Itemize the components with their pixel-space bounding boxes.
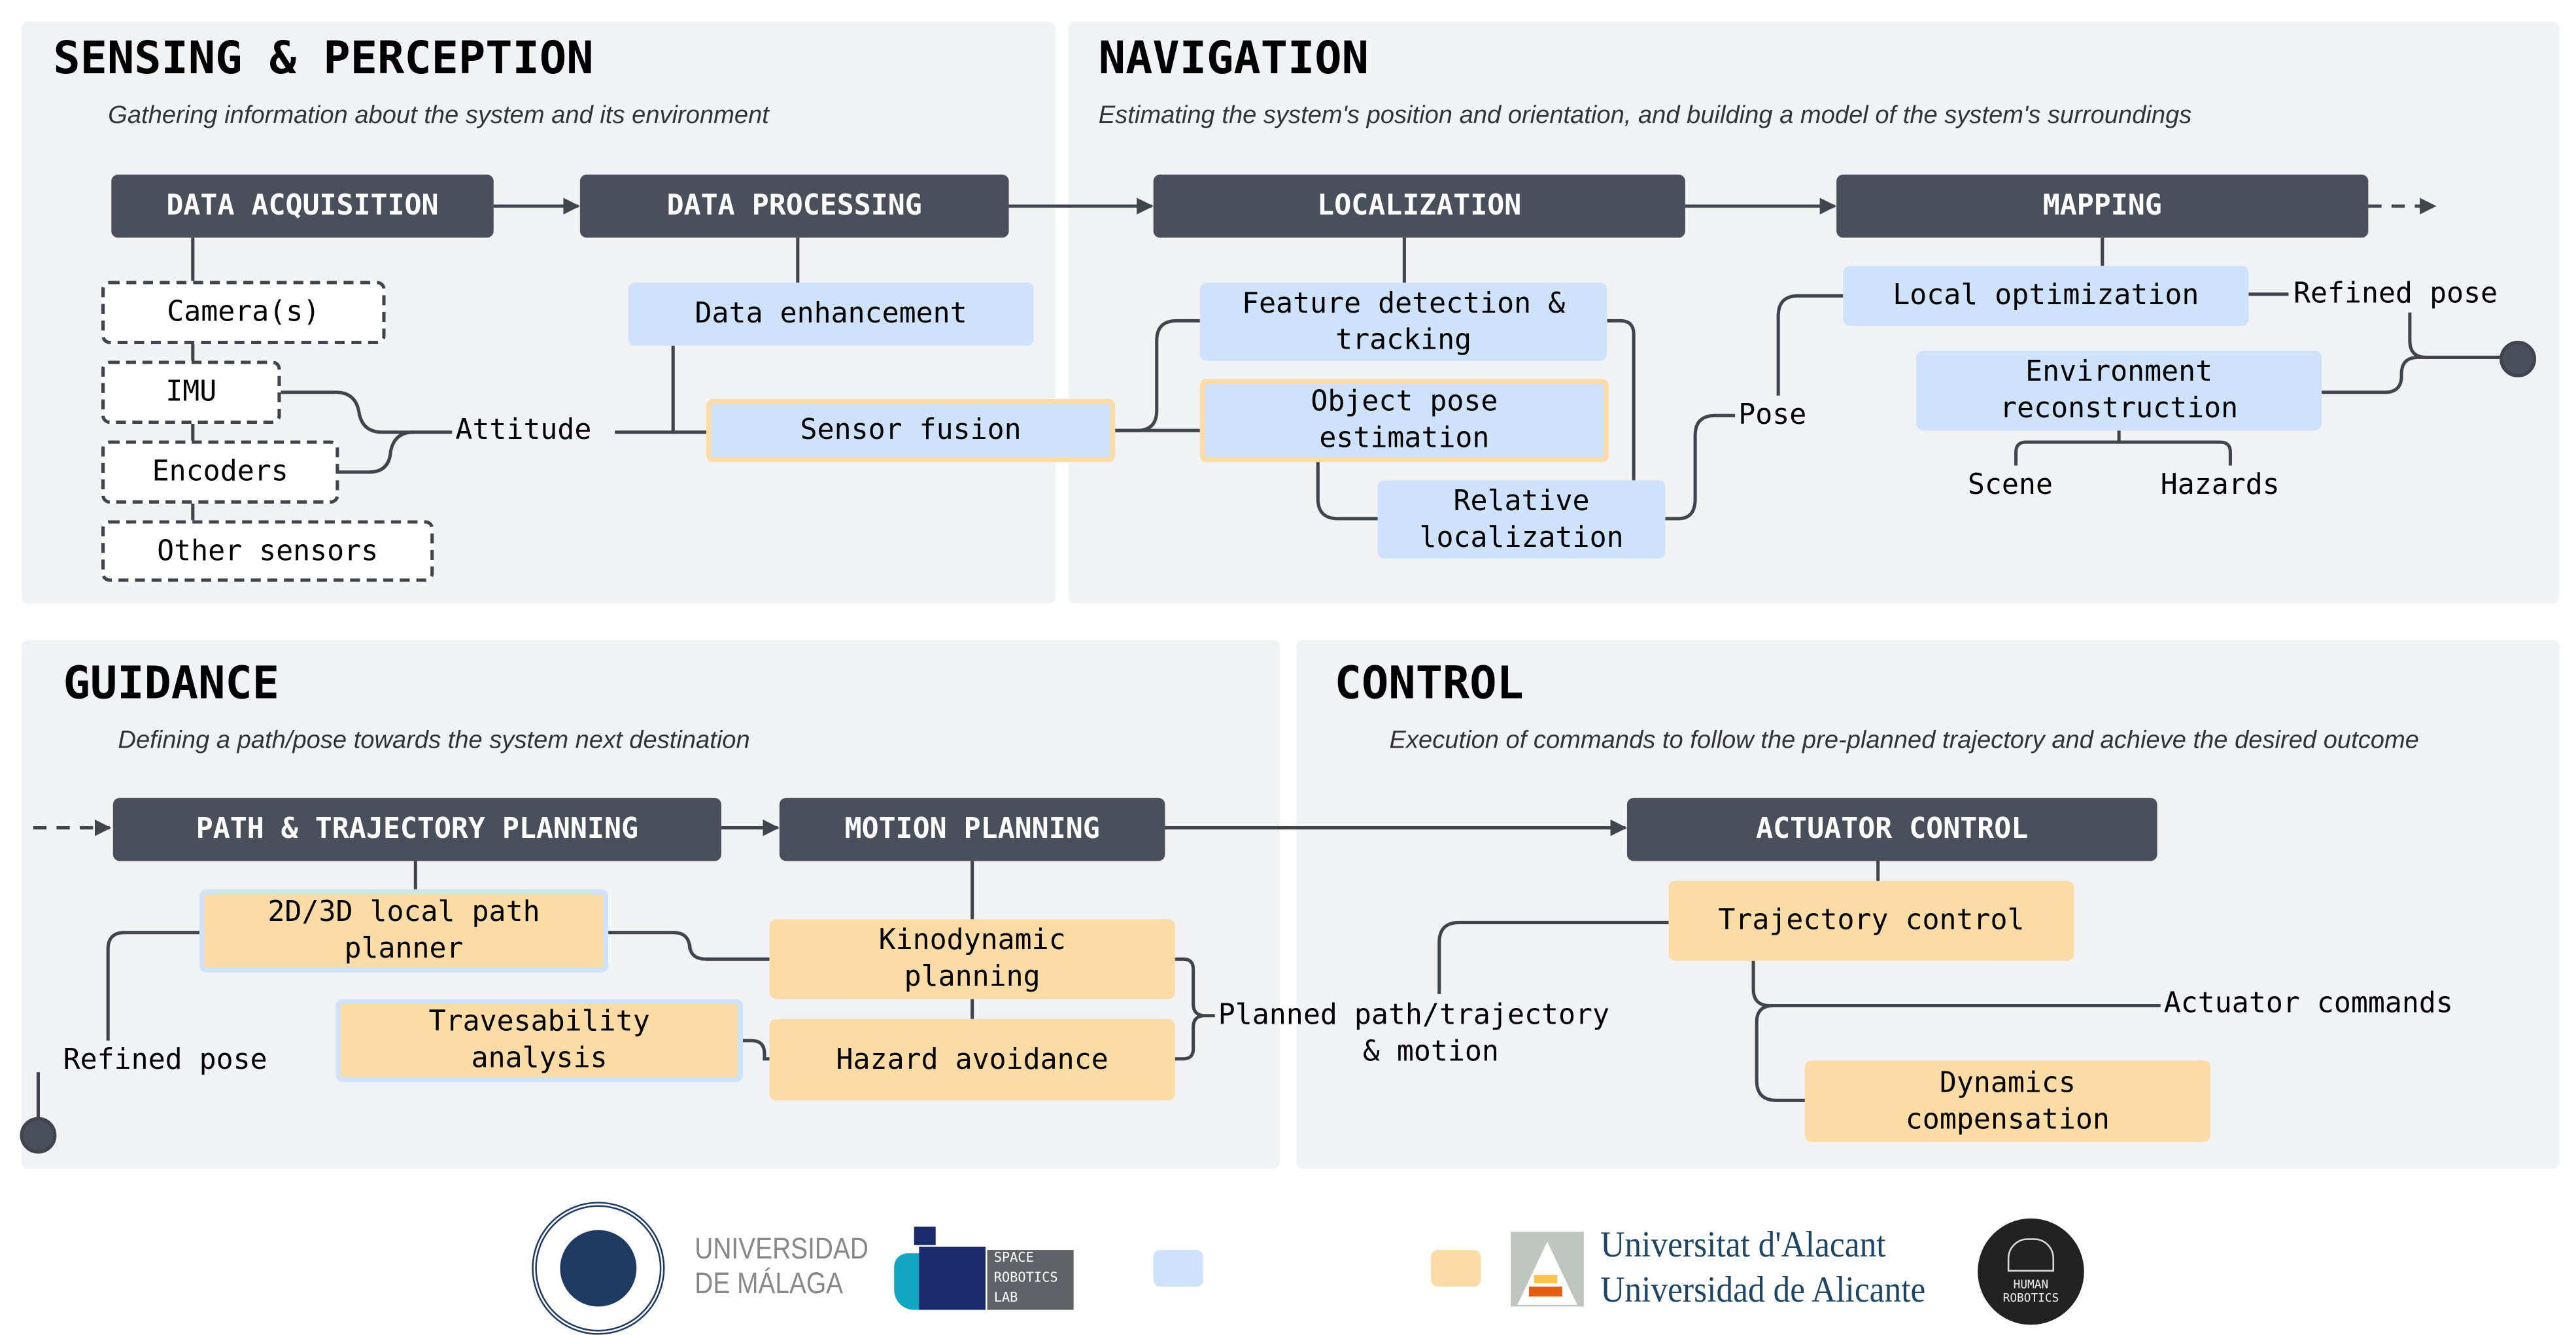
node-localization: LOCALIZATION <box>1153 174 1685 238</box>
line-commands-dyn <box>1755 1003 1805 1102</box>
node-other-sensors: Other sensors <box>101 520 434 582</box>
line-planned-traj <box>1437 920 1669 994</box>
uma-name-line2: DE MÁLAGA <box>695 1266 844 1300</box>
endpoint-circle-guid <box>20 1117 57 1154</box>
srl-text-space: SPACE <box>993 1250 1034 1265</box>
line-feature-relloc <box>1607 319 1636 481</box>
ua-logo-mark <box>1511 1232 1584 1307</box>
label-hazards: Hazards <box>2160 468 2280 502</box>
node-imu: IMU <box>101 360 281 425</box>
line-relloc-pose <box>1665 413 1736 521</box>
node-data-enhancement: Data enhancement <box>628 283 1034 346</box>
line-imu-attitude <box>281 390 453 434</box>
legend-blue-swatch <box>1153 1250 1203 1287</box>
node-sensor-fusion: Sensor fusion <box>706 398 1116 462</box>
node-travesability: Travesability analysis <box>335 999 743 1083</box>
uma-seal-logo <box>532 1202 665 1335</box>
hr-text-robotics: ROBOTICS <box>2002 1291 2059 1305</box>
line-fusion-feature <box>1115 319 1200 432</box>
label-planned-path-2: & motion <box>1362 1035 1499 1069</box>
node-cameras: Camera(s) <box>101 281 386 345</box>
node-actuator-control: ACTUATOR CONTROL <box>1626 797 2157 861</box>
node-local-path-planner: 2D/3D local path planner <box>199 889 609 973</box>
line-env-circle <box>2322 355 2501 394</box>
line-trav-hazard <box>742 1039 770 1061</box>
node-relative-localization: Relative localization <box>1377 480 1666 559</box>
navigation-title: NAVIGATION <box>1098 33 1369 85</box>
control-title: CONTROL <box>1334 658 1524 710</box>
sensing-subtitle: Gathering information about the system a… <box>108 101 769 130</box>
srl-text-lab: LAB <box>993 1290 1018 1305</box>
node-kinodynamic: Kinodynamic planning <box>769 919 1175 999</box>
node-path-trajectory-planning: PATH & TRAJECTORY PLANNING <box>112 797 721 861</box>
brace-scene-hazards <box>2014 430 2232 466</box>
control-subtitle: Execution of commands to follow the pre-… <box>1389 726 2419 755</box>
node-encoders: Encoders <box>101 440 339 504</box>
node-data-processing: DATA PROCESSING <box>579 174 1009 238</box>
ua-name-line1: Universitat d'Alacant <box>1600 1223 1886 1265</box>
label-pose: Pose <box>1738 398 1807 432</box>
line-pose-localopt <box>1776 294 1844 396</box>
srl-text-robotics: ROBOTICS <box>993 1270 1058 1285</box>
line-refined-circle <box>2408 312 2501 359</box>
label-actuator-commands: Actuator commands <box>2163 987 2453 1021</box>
hr-text-human: HUMAN <box>2013 1278 2049 1292</box>
guidance-title: GUIDANCE <box>63 658 280 710</box>
node-trajectory-control: Trajectory control <box>1668 880 2074 961</box>
label-refined-pose-guid: Refined pose <box>63 1043 267 1077</box>
node-local-optimization: Local optimization <box>1843 266 2249 326</box>
legend-orange-swatch <box>1431 1250 1481 1287</box>
node-object-pose: Object pose estimation <box>1199 379 1609 462</box>
label-refined-pose-nav: Refined pose <box>2293 277 2498 311</box>
space-robotics-lab-logo: SPACE ROBOTICS LAB <box>894 1226 1135 1310</box>
line-traj-commands <box>1751 960 2161 1008</box>
node-data-acquisition: DATA ACQUISITION <box>111 174 494 238</box>
node-hazard-avoidance: Hazard avoidance <box>769 1018 1175 1101</box>
node-feature-detection: Feature detection & tracking <box>1199 283 1607 361</box>
brace-planned <box>1175 957 1215 1061</box>
label-scene: Scene <box>1967 468 2053 502</box>
uma-name-line1: UNIVERSIDAD <box>695 1232 869 1265</box>
line-objpose-relloc <box>1316 462 1378 521</box>
node-motion-planning: MOTION PLANNING <box>779 797 1165 861</box>
node-mapping: MAPPING <box>1836 174 2369 238</box>
line-planner-refined <box>106 931 199 1041</box>
human-robotics-logo: HUMAN ROBOTICS <box>1978 1218 2084 1325</box>
sensing-title: SENSING & PERCEPTION <box>53 33 594 85</box>
guidance-subtitle: Defining a path/pose towards the system … <box>118 726 750 755</box>
label-planned-path: Planned path/trajectory <box>1218 999 1610 1033</box>
label-attitude: Attitude <box>455 413 592 447</box>
endpoint-circle-nav <box>2499 340 2537 377</box>
ua-name-line2: Universidad de Alicante <box>1600 1268 1926 1310</box>
line-planner-kino <box>608 931 770 961</box>
node-environment-reconstruction: Environment reconstruction <box>1916 351 2322 431</box>
navigation-subtitle: Estimating the system's position and ori… <box>1098 101 2192 130</box>
node-dynamics-compensation: Dynamics compensation <box>1804 1060 2210 1142</box>
line-encoders-attitude <box>339 430 414 474</box>
